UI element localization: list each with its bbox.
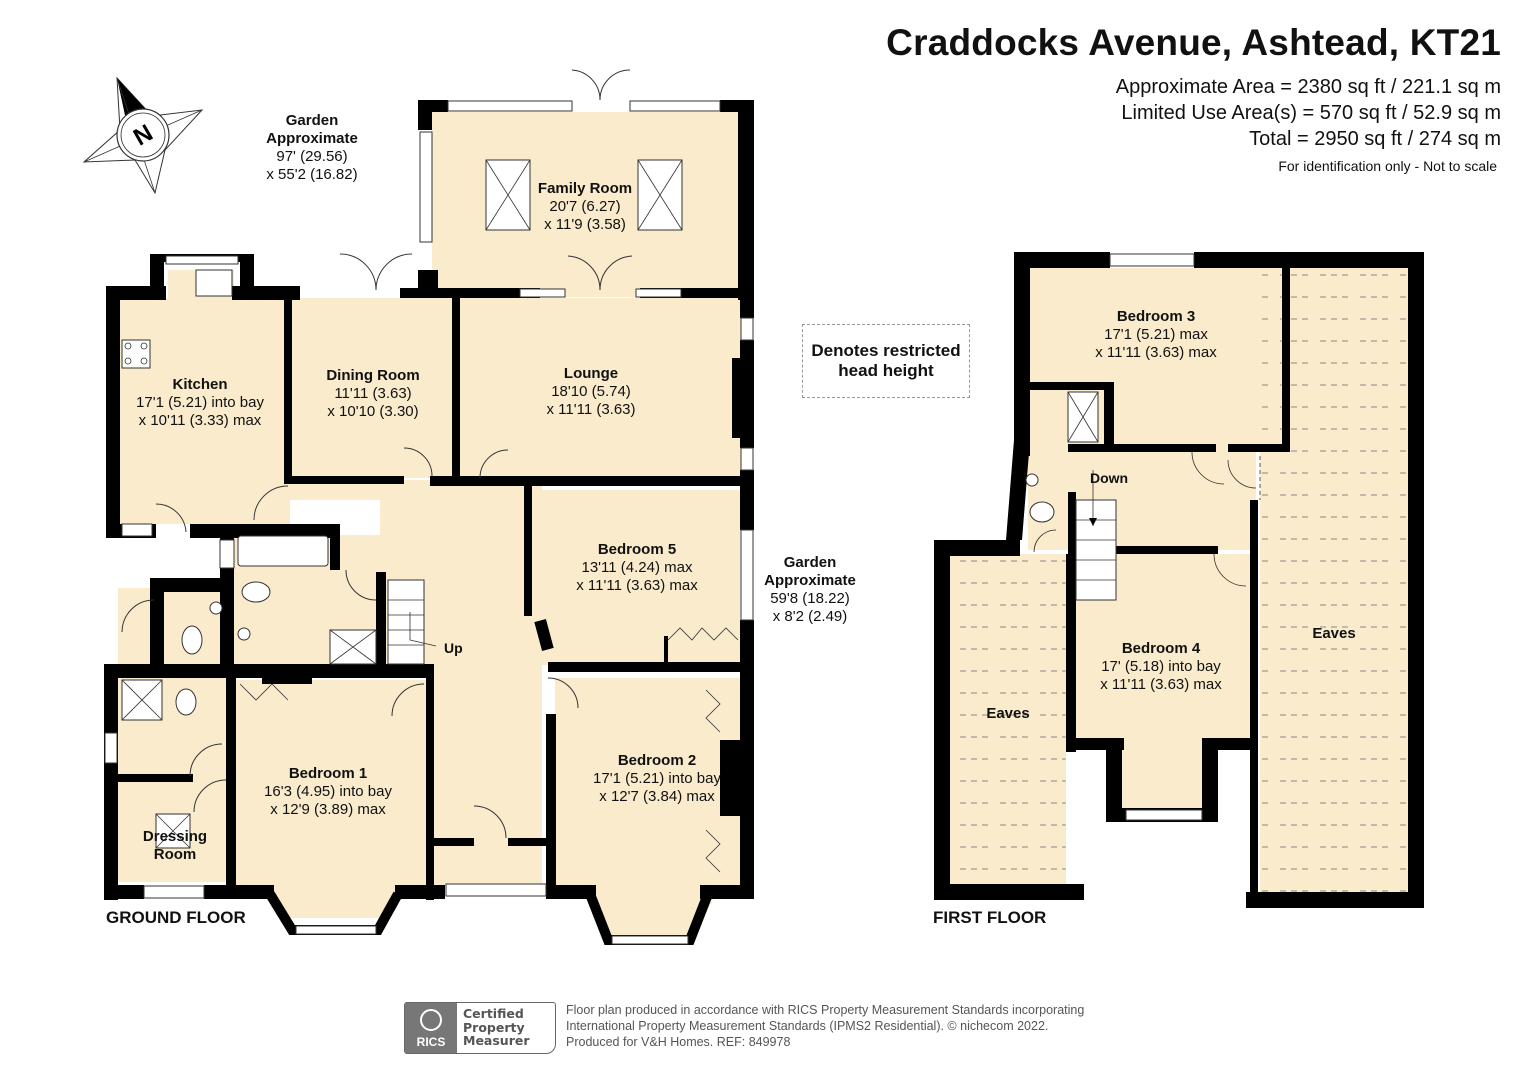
room-eaves-right: Eaves xyxy=(1312,625,1356,642)
property-title: Craddocks Avenue, Ashtead, KT21 xyxy=(886,22,1501,63)
footer-credits: Floor plan produced in accordance with R… xyxy=(566,1002,1084,1050)
total-area: Total = 2950 sq ft / 274 sq m xyxy=(1249,128,1501,150)
garden-label-north: Garden Approximate 97' (29.56) x 55'2 (1… xyxy=(266,112,358,183)
legend-line-1: Denotes restricted xyxy=(811,341,961,360)
room-lounge: Lounge 18'10 (5.74) x 11'11 (3.63) xyxy=(546,365,636,418)
room-kitchen: Kitchen 17'1 (5.21) into bay x 10'11 (3.… xyxy=(136,376,264,429)
room-family-room: Family Room 20'7 (6.27) x 11'9 (3.58) xyxy=(537,180,633,233)
room-eaves-left: Eaves xyxy=(986,705,1030,722)
room-bedroom-4: Bedroom 4 17' (5.18) into bay x 11'11 (3… xyxy=(1100,640,1222,693)
lion-icon xyxy=(420,1009,442,1031)
stairs-down-label: Down xyxy=(1090,470,1129,486)
first-floor-plan xyxy=(934,252,1424,908)
room-bedroom-2: Bedroom 2 17'1 (5.21) into bay x 12'7 (3… xyxy=(593,752,721,805)
disclaimer: For identification only - Not to scale xyxy=(1278,158,1497,174)
footer-line-3: Produced for V&H Homes. REF: 849978 xyxy=(566,1035,791,1049)
first-floor-label: FIRST FLOOR xyxy=(933,908,1047,927)
rics-text: RICS xyxy=(416,1035,446,1049)
garden-label-east: Garden Approximate 59'8 (18.22) x 8'2 (2… xyxy=(764,554,856,625)
limited-use-area: Limited Use Area(s) = 570 sq ft / 52.9 s… xyxy=(1121,102,1501,124)
ground-floor-plan xyxy=(104,69,754,945)
room-bedroom-3: Bedroom 3 17'1 (5.21) max x 11'11 (3.63)… xyxy=(1095,308,1217,361)
rics-logo-icon: RICS xyxy=(405,1003,457,1053)
footer-line-1: Floor plan produced in accordance with R… xyxy=(566,1003,1085,1017)
stairs-up-label: Up xyxy=(444,640,463,656)
legend-line-2: head height xyxy=(838,361,934,380)
room-bedroom-1: Bedroom 1 16'3 (4.95) into bay x 12'9 (3… xyxy=(264,765,392,818)
rics-certified-badge: RICS Certified Property Measurer xyxy=(404,1002,556,1054)
room-bedroom-5: Bedroom 5 13'11 (4.24) max x 11'11 (3.63… xyxy=(576,541,698,594)
footer-line-2: International Property Measurement Stand… xyxy=(566,1019,1049,1033)
restricted-head-height-legend: Denotes restricted head height xyxy=(802,324,970,398)
ground-floor-label: GROUND FLOOR xyxy=(106,908,246,927)
approximate-area: Approximate Area = 2380 sq ft / 221.1 sq… xyxy=(1115,76,1501,98)
badge-text: Certified Property Measurer xyxy=(463,1006,530,1048)
compass-north-icon: N xyxy=(82,76,204,195)
area-summary: Approximate Area = 2380 sq ft / 221.1 sq… xyxy=(1116,74,1501,152)
room-dining-room: Dining Room 11'11 (3.63) x 10'10 (3.30) xyxy=(326,367,420,420)
room-dressing-room: Dressing Room xyxy=(142,828,208,863)
